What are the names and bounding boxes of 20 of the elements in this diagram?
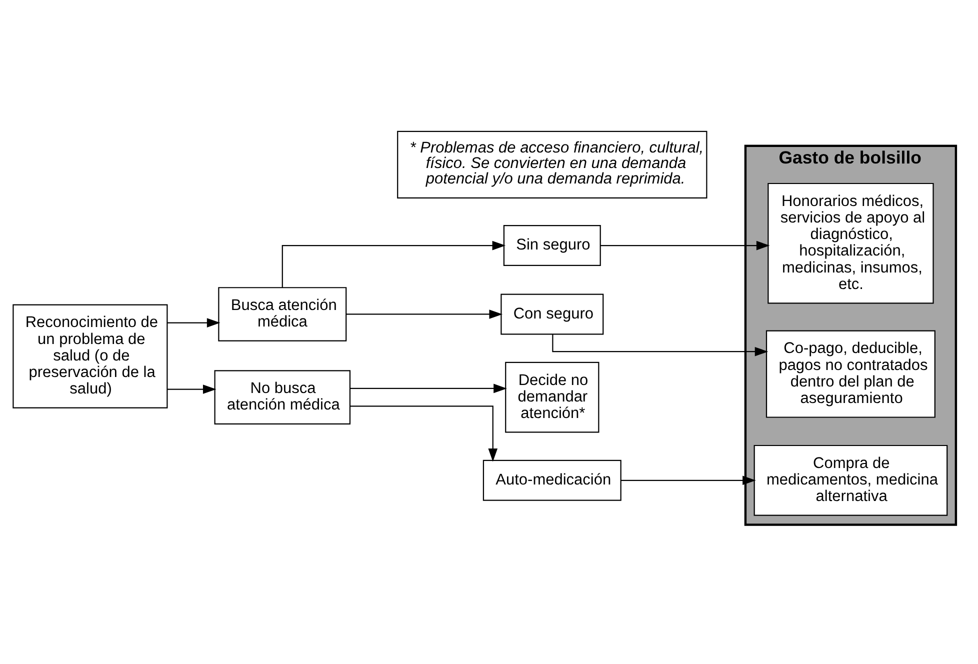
node-box: Decide no demandar atención* bbox=[505, 361, 600, 432]
node-box: * Problemas de acceso financiero, cultural, físico. Se convierten en una demanda potencial y/o una demanda reprimida. bbox=[397, 130, 708, 198]
arrow bbox=[600, 240, 770, 250]
node-box: Reconocimiento de un problema de salud (o de preservación de la salud) bbox=[12, 304, 168, 408]
arrow bbox=[282, 240, 506, 287]
node-box: Honorarios médicos, servicios de apoyo al diagnóstico, hospitalización, medicinas, insumos, etc. bbox=[768, 182, 934, 304]
node-box: Co-pago, deducible, pagos no contratados dentro del plan de aseguramiento bbox=[766, 330, 936, 418]
arrow bbox=[350, 405, 498, 462]
node-box: Compra de medicamentos, medicina alternativa bbox=[754, 444, 948, 516]
node-box: Sin seguro bbox=[503, 224, 601, 266]
arrow bbox=[167, 318, 220, 327]
node-box: Auto-medicación bbox=[482, 459, 622, 500]
node-box: Busca atención médica bbox=[218, 286, 347, 341]
node-box: Con seguro bbox=[500, 293, 604, 334]
arrow bbox=[350, 383, 507, 393]
arrow bbox=[552, 334, 768, 356]
arrow bbox=[621, 475, 756, 485]
node-box: No busca atención médica bbox=[214, 370, 351, 424]
arrow bbox=[167, 384, 216, 394]
arrow bbox=[346, 309, 503, 318]
